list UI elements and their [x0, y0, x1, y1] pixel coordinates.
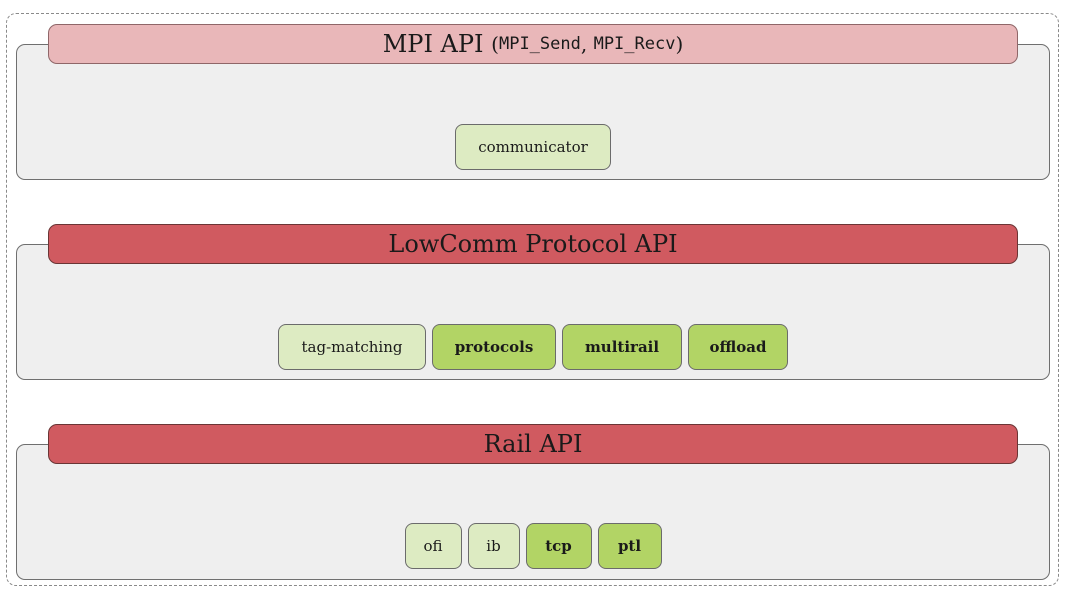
mpi-call-separator: ,	[580, 32, 594, 56]
mpi-paren-open: (	[491, 32, 499, 56]
mpi-recv-call: MPI_Recv	[593, 34, 676, 54]
component-ib: ib	[467, 523, 520, 569]
stack-outline	[6, 13, 1059, 586]
component-ofi: ofi	[404, 523, 462, 569]
mpi-paren-close: )	[675, 32, 684, 56]
mpi-api-title: MPI API	[382, 30, 484, 58]
lowcomm-api-title: LowComm Protocol API	[388, 230, 678, 258]
rail-api-title: Rail API	[483, 430, 583, 458]
component-protocols: protocols	[432, 324, 556, 370]
lowcomm-components: tag-matching protocols multirail offload	[16, 324, 1050, 370]
mpi-components: communicator	[16, 124, 1050, 170]
component-multirail: multirail	[562, 324, 682, 370]
component-ptl: ptl	[597, 523, 662, 569]
component-tcp: tcp	[525, 523, 592, 569]
mpi-api-banner: MPI API (MPI_Send, MPI_Recv)	[48, 24, 1018, 64]
rail-api-banner: Rail API	[48, 424, 1018, 464]
mpi-send-call: MPI_Send	[498, 34, 581, 54]
rail-components: ofi ib tcp ptl	[16, 523, 1050, 569]
component-offload: offload	[688, 324, 788, 370]
component-communicator: communicator	[455, 124, 611, 170]
component-tag-matching: tag-matching	[278, 324, 426, 370]
lowcomm-api-banner: LowComm Protocol API	[48, 224, 1018, 264]
